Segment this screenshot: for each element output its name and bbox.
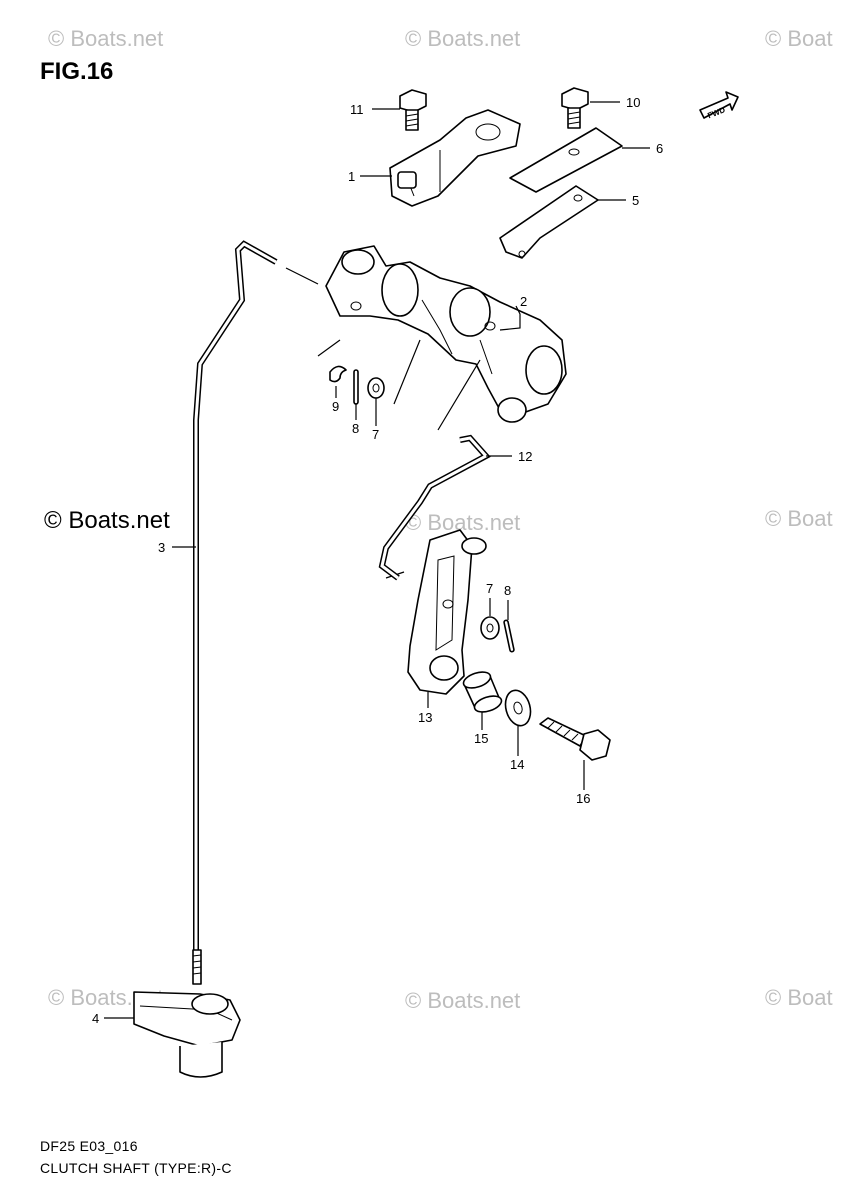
figure-code: DF25 E03_016 <box>40 1138 138 1154</box>
part-7-washer-upper <box>367 377 385 399</box>
figure-title: FIG.16 <box>40 58 114 85</box>
callout-8: 8 <box>352 421 359 436</box>
watermark-main: © Boats.net <box>44 507 170 534</box>
callout-8-lower: 8 <box>504 583 511 598</box>
callout-3: 3 <box>158 540 165 555</box>
callout-7: 7 <box>372 427 379 442</box>
watermark: © Boats.net <box>405 988 521 1013</box>
part-10-bolt <box>561 87 589 129</box>
callout-5: 5 <box>632 193 639 208</box>
part-12-rod <box>378 434 491 581</box>
callout-10: 10 <box>626 95 640 110</box>
part-7-washer-lower <box>480 616 500 640</box>
callout-1: 1 <box>348 169 355 184</box>
part-11-bolt <box>399 89 427 131</box>
part-1-bracket <box>389 109 521 207</box>
callout-2: 2 <box>520 294 527 309</box>
part-2-housing <box>325 245 567 423</box>
part-8-pin-upper <box>353 369 359 405</box>
part-16-bolt <box>539 717 611 761</box>
callout-6: 6 <box>656 141 663 156</box>
watermark: © Boats.net <box>405 510 521 535</box>
callout-4: 4 <box>92 1011 99 1026</box>
part-9-clip <box>329 365 347 383</box>
callout-11: 11 <box>350 102 364 117</box>
callout-13: 13 <box>418 710 432 725</box>
callout-15: 15 <box>474 731 488 746</box>
watermark: © Boats.net <box>48 26 164 51</box>
part-8-pin-lower <box>503 619 515 653</box>
watermark: © Boat <box>765 506 833 531</box>
figure-caption: CLUTCH SHAFT (TYPE:R)-C <box>40 1160 232 1176</box>
callout-12: 12 <box>518 449 532 464</box>
part-14-washer <box>504 689 532 727</box>
watermark: © Boat <box>765 985 833 1010</box>
part-5-lever <box>499 185 599 259</box>
callout-14: 14 <box>510 757 524 772</box>
watermark: © Boats.net <box>405 26 521 51</box>
watermark: © Boat <box>765 26 833 51</box>
callout-7-lower: 7 <box>486 581 493 596</box>
callout-9: 9 <box>332 399 339 414</box>
part-4-bracket <box>133 991 241 1078</box>
part-15-collar <box>462 671 503 713</box>
fwd-arrow-icon: FWD <box>699 91 739 120</box>
part-3-rod <box>192 240 278 985</box>
callout-16: 16 <box>576 791 590 806</box>
part-13-lever <box>407 529 487 695</box>
part-6-plate <box>509 127 623 193</box>
